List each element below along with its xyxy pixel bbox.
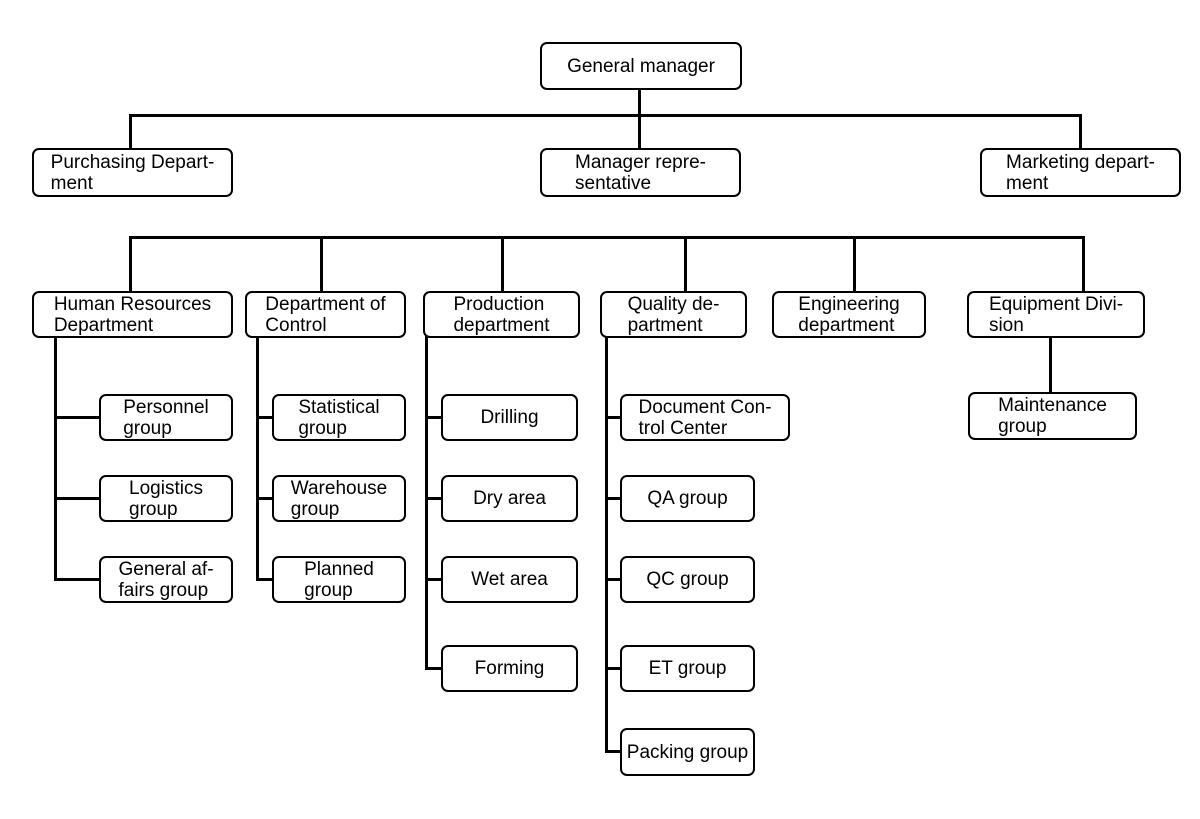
connector-line: [54, 416, 99, 419]
connector-line: [129, 236, 1085, 239]
connector-line: [605, 416, 620, 419]
node-label: Wet area: [471, 569, 548, 590]
node-label: Drilling: [480, 407, 539, 428]
connector-line: [256, 336, 259, 581]
node-label: Packing group: [626, 741, 749, 763]
connector-line: [256, 497, 272, 500]
node-label: Personnel group: [123, 396, 209, 439]
node-label: Marketing depart- ment: [1006, 151, 1155, 194]
node-maintenance-group: Maintenance group: [968, 392, 1137, 440]
node-label: Forming: [474, 658, 545, 679]
node-label: QC group: [646, 569, 729, 590]
node-personnel-group: Personnel group: [99, 394, 233, 441]
node-quality-department: Quality de- partment: [600, 291, 747, 338]
node-label: General manager: [567, 55, 715, 77]
connector-line: [1079, 114, 1082, 151]
node-label: Maintenance group: [998, 395, 1107, 437]
node-document-control-center: Document Con- trol Center: [620, 394, 790, 441]
connector-line: [256, 416, 272, 419]
node-label: General af- fairs group: [118, 558, 214, 601]
node-wet-area: Wet area: [441, 556, 578, 603]
node-label: Manager repre- sentative: [575, 151, 706, 194]
node-label: Document Con- trol Center: [638, 396, 772, 439]
node-production-department: Production department: [423, 291, 580, 338]
connector-line: [256, 578, 272, 581]
connector-line: [54, 578, 99, 581]
node-label: Dry area: [473, 488, 546, 509]
node-equipment-division: Equipment Divi- sion: [967, 291, 1145, 338]
node-planned-group: Planned group: [272, 556, 406, 603]
node-purchasing-department: Purchasing Depart- ment: [32, 148, 233, 197]
node-label: Engineering department: [798, 293, 900, 336]
node-label: Quality de- partment: [627, 293, 720, 336]
node-qa-group: QA group: [620, 475, 755, 522]
connector-line: [425, 416, 441, 419]
node-logistics-group: Logistics group: [99, 475, 233, 522]
node-general-manager: General manager: [540, 42, 742, 90]
node-packing-group: Packing group: [620, 728, 755, 776]
node-label: QA group: [647, 488, 728, 509]
connector-line: [684, 236, 687, 294]
connector-line: [129, 114, 132, 151]
connector-line: [1082, 236, 1085, 294]
connector-line: [605, 497, 620, 500]
connector-line: [605, 578, 620, 581]
connector-line: [425, 497, 441, 500]
node-label: Purchasing Depart- ment: [50, 151, 215, 194]
node-qc-group: QC group: [620, 556, 755, 603]
connector-line: [320, 236, 323, 294]
connector-line: [605, 667, 620, 670]
connector-line: [425, 336, 428, 670]
node-marketing-department: Marketing depart- ment: [980, 148, 1181, 197]
node-general-affairs-group: General af- fairs group: [99, 556, 233, 603]
node-label: ET group: [648, 658, 727, 679]
node-label: Warehouse group: [290, 477, 388, 520]
node-engineering-department: Engineering department: [772, 291, 926, 338]
node-label: Production department: [453, 293, 550, 336]
node-drilling: Drilling: [441, 394, 578, 441]
connector-line: [1049, 336, 1052, 394]
node-label: Planned group: [304, 558, 374, 601]
node-statistical-group: Statistical group: [272, 394, 406, 441]
connector-line: [425, 578, 441, 581]
connector-line: [54, 336, 57, 581]
node-forming: Forming: [441, 645, 578, 692]
connector-line: [853, 236, 856, 294]
node-manager-representative: Manager repre- sentative: [540, 148, 741, 197]
connector-line: [129, 114, 1082, 117]
connector-line: [638, 90, 641, 151]
connector-line: [54, 497, 99, 500]
connector-line: [129, 236, 132, 294]
connector-line: [605, 750, 620, 753]
connector-line: [425, 667, 441, 670]
node-label: Statistical group: [298, 396, 380, 439]
connector-line: [501, 236, 504, 294]
node-warehouse-group: Warehouse group: [272, 475, 406, 522]
node-et-group: ET group: [620, 645, 755, 692]
node-label: Department of Control: [265, 293, 386, 336]
node-department-of-control: Department of Control: [245, 291, 406, 338]
node-dry-area: Dry area: [441, 475, 578, 522]
node-human-resources-department: Human Resources Department: [32, 291, 233, 338]
node-label: Logistics group: [129, 477, 203, 520]
connector-line: [605, 336, 608, 753]
node-label: Equipment Divi- sion: [988, 293, 1124, 336]
node-label: Human Resources Department: [53, 293, 212, 336]
